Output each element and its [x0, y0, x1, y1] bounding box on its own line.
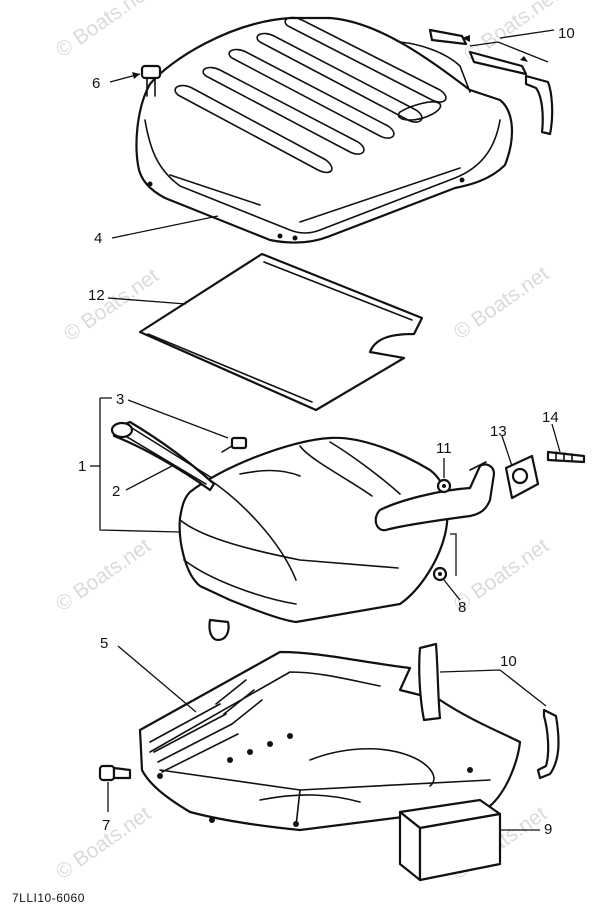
tray-hole-1: [227, 757, 233, 763]
top-cover-part: [135, 16, 514, 244]
rim-bolt-2: [277, 233, 283, 239]
bolt-part-6: [140, 64, 162, 97]
watermark-4: © Boats.net: [450, 262, 553, 344]
callout-12: 12: [88, 287, 105, 304]
leader-12: [107, 297, 187, 305]
tray-hole-2: [247, 749, 253, 755]
callout-14: 14: [542, 409, 559, 426]
tray-hole-8: [467, 767, 473, 773]
drawing-number: 7LLI10-6060: [12, 891, 85, 905]
callout-5: 5: [100, 635, 108, 652]
leader-14: [551, 423, 561, 453]
clip-part-10-top: [428, 28, 554, 136]
callout-4: 4: [94, 230, 102, 247]
nut-part-8: [432, 566, 448, 582]
tray-hole-3: [267, 741, 273, 747]
stud-part-14: [546, 450, 586, 464]
leader-3: [127, 399, 229, 439]
tray-hole-6: [209, 817, 215, 823]
leader-10-top: [469, 29, 555, 63]
callout-labels: 6 10 4 12 3 1 2 11 13 14 8 5 10 7 9: [78, 25, 575, 838]
arrester-cone-part-2: [110, 420, 216, 492]
callout-13: 13: [490, 423, 507, 440]
rim-bolt-4: [459, 177, 465, 183]
callout-8: 8: [458, 599, 466, 616]
leader-8: [443, 533, 461, 601]
callout-2: 2: [112, 483, 120, 500]
callout-6: 6: [92, 75, 100, 92]
leader-5: [117, 645, 197, 713]
watermark-7: © Boats.net: [52, 802, 155, 884]
tray-hole-5: [157, 773, 163, 779]
watermark-5: © Boats.net: [52, 534, 155, 616]
nut-part-11: [436, 478, 452, 494]
clip-part-10-bottom: [418, 642, 560, 780]
callout-1: 1: [78, 458, 86, 475]
muffler-part-1: [178, 436, 496, 642]
callout-7: 7: [102, 817, 110, 834]
leader-1: [99, 397, 181, 533]
leader-10-bottom: [439, 669, 547, 707]
gasket-ring-part-13: [504, 454, 540, 500]
bolt-part-3: [221, 436, 248, 453]
callout-11: 11: [436, 440, 452, 457]
tray-hole-4: [287, 733, 293, 739]
leader-2: [125, 465, 173, 491]
block-part-9: [398, 798, 502, 882]
gasket-sheet-part-12: [138, 252, 424, 412]
leader-13: [501, 435, 513, 467]
watermark-1: © Boats.net: [52, 0, 155, 62]
callout-9: 9: [544, 821, 552, 838]
rim-bolt-1: [147, 181, 153, 187]
tray-hole-7: [293, 821, 299, 827]
rim-bolt-3: [292, 235, 298, 241]
leader-4: [111, 215, 219, 239]
callout-10-bottom: 10: [500, 653, 517, 670]
bolt-part-7: [98, 764, 132, 782]
leader-lines: [90, 29, 561, 831]
callout-10-top: 10: [558, 25, 575, 42]
callout-3: 3: [116, 391, 124, 408]
